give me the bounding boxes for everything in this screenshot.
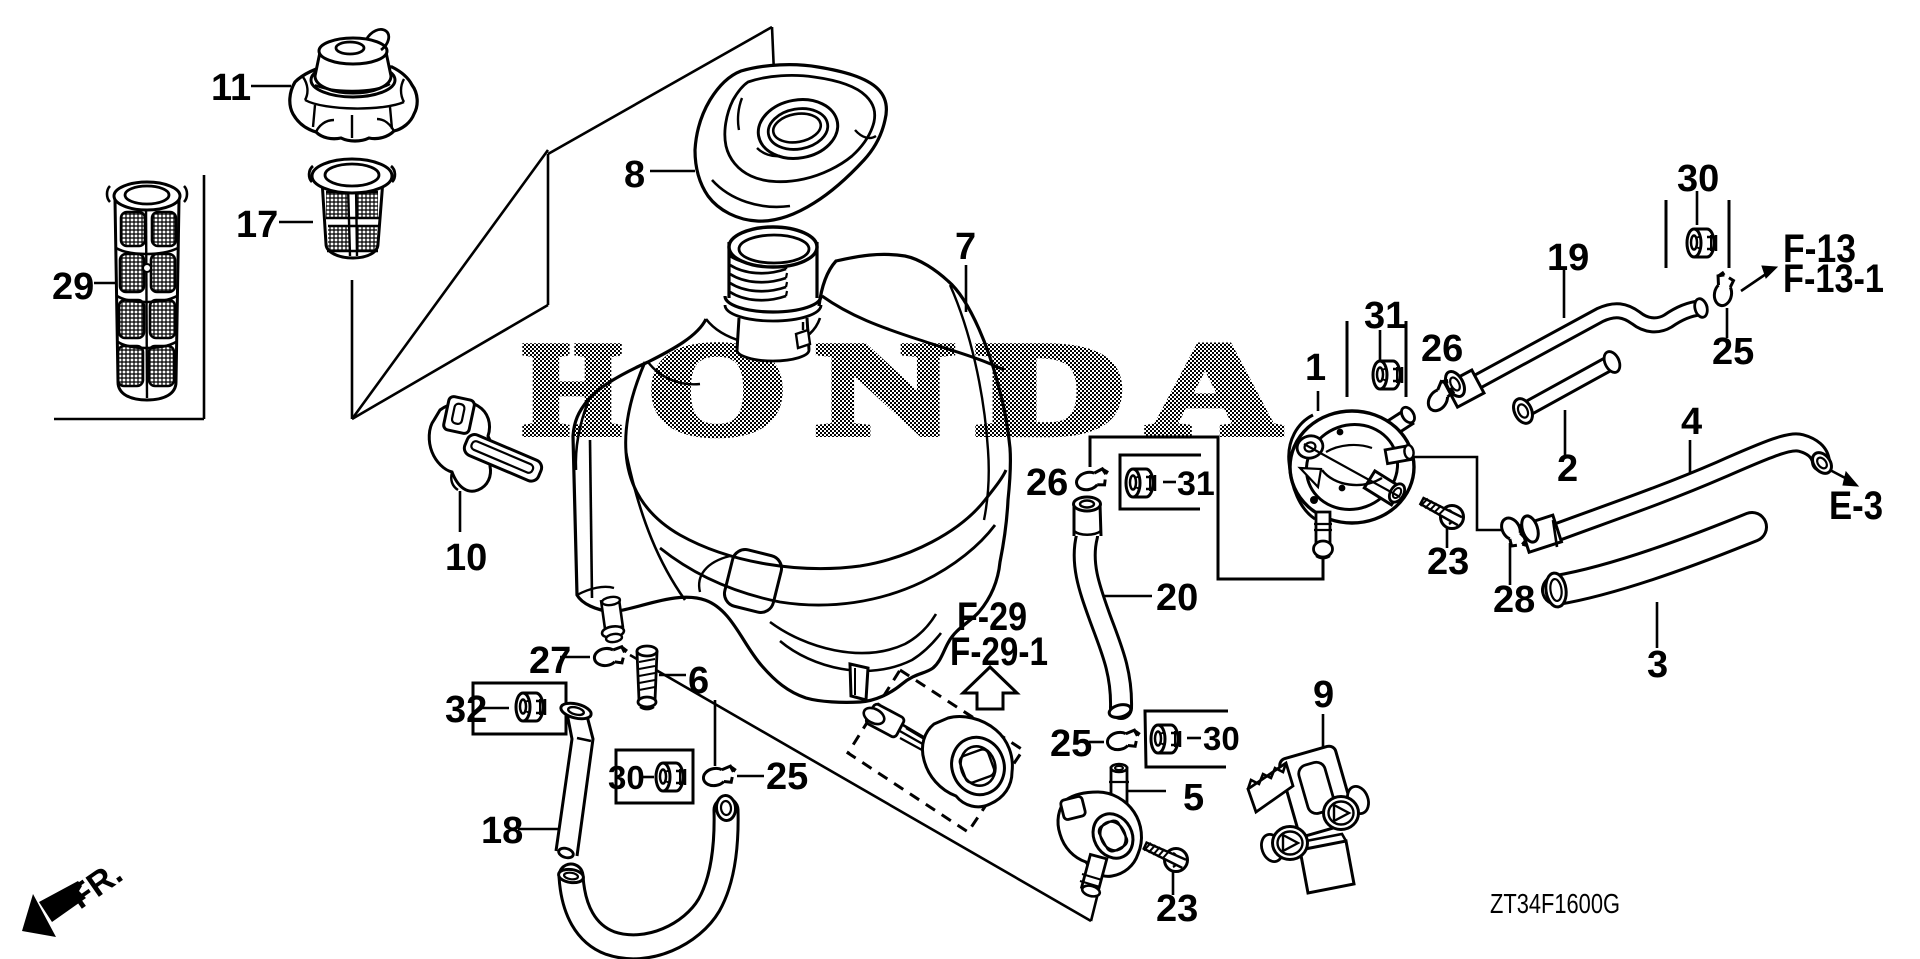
svg-text:10: 10 [445,537,487,579]
svg-text:25: 25 [1050,723,1092,765]
svg-text:11: 11 [211,67,251,109]
svg-text:19: 19 [1547,237,1589,279]
svg-text:26: 26 [1421,328,1463,370]
svg-text:17: 17 [236,204,278,246]
svg-text:ZT34F1600G: ZT34F1600G [1490,888,1620,919]
svg-text:30: 30 [1677,158,1719,200]
svg-text:F-13-1: F-13-1 [1783,257,1884,301]
svg-text:2: 2 [1557,448,1578,490]
svg-text:23: 23 [1427,541,1469,583]
svg-text:4: 4 [1681,401,1702,443]
svg-text:18: 18 [481,810,523,852]
svg-text:25: 25 [766,756,808,798]
svg-text:20: 20 [1156,577,1198,619]
svg-text:F-29-1: F-29-1 [950,630,1048,674]
svg-text:29: 29 [52,266,94,308]
svg-text:9: 9 [1313,674,1334,716]
svg-text:3: 3 [1647,644,1668,686]
svg-text:E-3: E-3 [1829,484,1883,528]
svg-text:30: 30 [608,759,645,796]
svg-text:8: 8 [624,154,645,196]
svg-text:23: 23 [1156,888,1198,930]
svg-text:F-29: F-29 [957,595,1027,639]
svg-text:F-13: F-13 [1783,227,1856,271]
svg-text:1: 1 [1305,347,1326,389]
svg-text:26: 26 [1026,462,1068,504]
svg-text:A: A [1148,317,1280,462]
svg-text:31: 31 [1364,295,1406,337]
svg-text:N: N [818,317,952,462]
svg-text:31: 31 [1177,465,1215,503]
svg-text:28: 28 [1493,579,1535,621]
svg-text:27: 27 [529,640,571,682]
svg-text:30: 30 [1203,720,1240,757]
svg-text:25: 25 [1712,331,1754,373]
svg-text:6: 6 [688,660,709,702]
svg-text:5: 5 [1183,777,1204,819]
svg-text:32: 32 [445,689,487,731]
svg-text:H: H [524,317,620,462]
svg-text:7: 7 [955,226,976,268]
